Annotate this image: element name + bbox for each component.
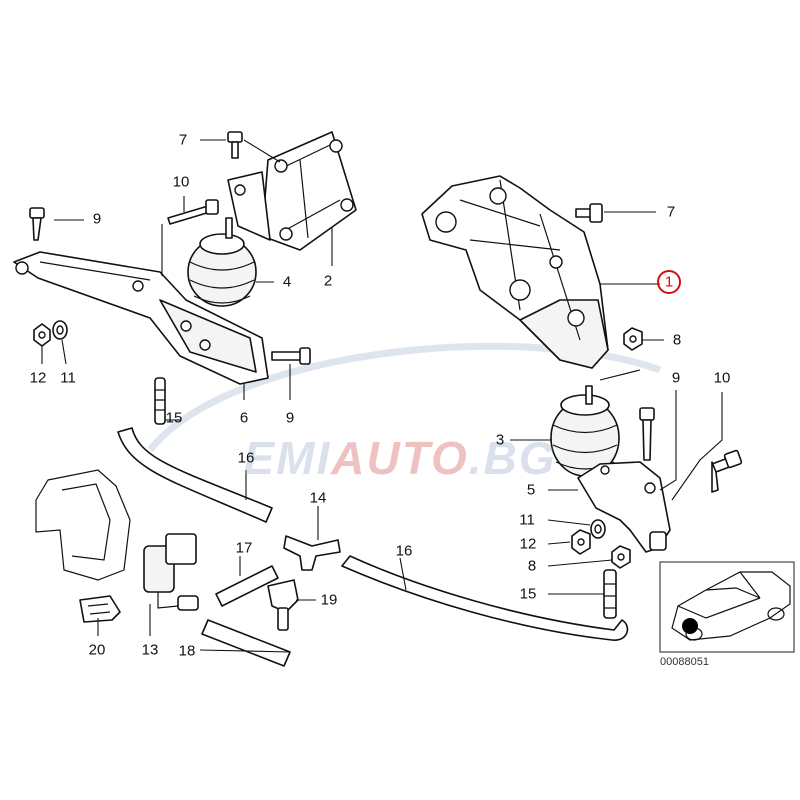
- part-9-bolt-lower[interactable]: [271, 347, 311, 365]
- part-14-t-connector[interactable]: [283, 535, 341, 571]
- watermark-part-3: .BG: [468, 432, 557, 484]
- callout-10-left[interactable]: 10: [172, 173, 190, 191]
- heat-shield-outline: [35, 469, 131, 581]
- part-8-nut-lower[interactable]: [611, 545, 631, 569]
- diagram-code: 00088051: [660, 656, 709, 668]
- callout-15-right[interactable]: 15: [519, 585, 537, 603]
- part-5-mount-bracket[interactable]: [577, 461, 671, 553]
- callout-16-left[interactable]: 16: [237, 449, 255, 467]
- part-15-connector-left[interactable]: [154, 377, 166, 425]
- callout-12-left[interactable]: 12: [29, 369, 47, 387]
- part-13-valve[interactable]: [143, 533, 199, 611]
- part-15-connector-right[interactable]: [603, 569, 617, 619]
- callout-17[interactable]: 17: [235, 539, 253, 557]
- engine-location-marker: [682, 618, 698, 634]
- part-11-washer-right[interactable]: [590, 519, 606, 539]
- watermark-part-2: AUTO: [331, 432, 469, 484]
- highlight-ring: [657, 270, 681, 294]
- part-11-washer-left[interactable]: [52, 320, 68, 340]
- callout-8-lower[interactable]: 8: [527, 557, 537, 575]
- watermark: EMIAUTO.BG: [243, 431, 556, 485]
- watermark-part-1: EMI: [243, 432, 332, 484]
- part-8-nut-upper[interactable]: [623, 327, 643, 351]
- car-inset: [659, 561, 795, 653]
- callout-11-left[interactable]: 11: [60, 369, 76, 387]
- part-1-engine-bracket[interactable]: [421, 175, 609, 369]
- callout-10-right[interactable]: 10: [713, 369, 731, 387]
- callout-5[interactable]: 5: [526, 481, 536, 499]
- part-16-hose-right[interactable]: [341, 555, 629, 641]
- callout-7-left[interactable]: 7: [178, 131, 188, 149]
- part-2-bracket[interactable]: [227, 131, 357, 251]
- part-10-bolt-right[interactable]: [711, 449, 743, 493]
- callout-19[interactable]: 19: [320, 591, 338, 609]
- part-12-nut-right[interactable]: [571, 529, 591, 555]
- part-20-clamp[interactable]: [79, 595, 121, 623]
- callout-9-right[interactable]: 9: [671, 369, 681, 387]
- callout-9-left[interactable]: 9: [92, 210, 102, 228]
- part-7-bolt-right[interactable]: [575, 203, 603, 223]
- callout-13[interactable]: 13: [141, 641, 159, 659]
- callout-4[interactable]: 4: [282, 273, 292, 291]
- callout-15-left[interactable]: 15: [165, 409, 183, 427]
- part-16-hose-left[interactable]: [117, 427, 273, 523]
- callout-11-right[interactable]: 11: [519, 511, 535, 529]
- part-10-bolt-left[interactable]: [167, 199, 219, 225]
- callout-18[interactable]: 18: [178, 642, 196, 660]
- callout-16-right[interactable]: 16: [395, 542, 413, 560]
- part-18-hose[interactable]: [201, 619, 291, 667]
- callout-8-upper[interactable]: 8: [672, 331, 682, 349]
- part-17-hose-short[interactable]: [215, 565, 279, 607]
- part-9-bolt-left[interactable]: [29, 207, 45, 241]
- car-outline: [671, 571, 791, 641]
- callout-7-right[interactable]: 7: [666, 203, 676, 221]
- part-3-engine-mount[interactable]: [550, 385, 620, 477]
- callout-9-lower[interactable]: 9: [285, 409, 295, 427]
- part-4-engine-mount[interactable]: [187, 217, 257, 307]
- callout-20[interactable]: 20: [88, 641, 106, 659]
- part-19-clip[interactable]: [267, 579, 299, 631]
- callout-12-right[interactable]: 12: [519, 535, 537, 553]
- callout-3[interactable]: 3: [495, 431, 505, 449]
- callout-2[interactable]: 2: [323, 272, 333, 290]
- part-9-bolt-right[interactable]: [639, 407, 655, 461]
- part-7-bolt-left[interactable]: [227, 131, 243, 159]
- inset-frame: [659, 561, 795, 653]
- callout-6[interactable]: 6: [239, 409, 249, 427]
- leader-lines: [41, 139, 723, 653]
- part-12-nut-left[interactable]: [33, 323, 51, 347]
- part-6-support-arm[interactable]: [13, 251, 269, 385]
- callout-14[interactable]: 14: [309, 489, 327, 507]
